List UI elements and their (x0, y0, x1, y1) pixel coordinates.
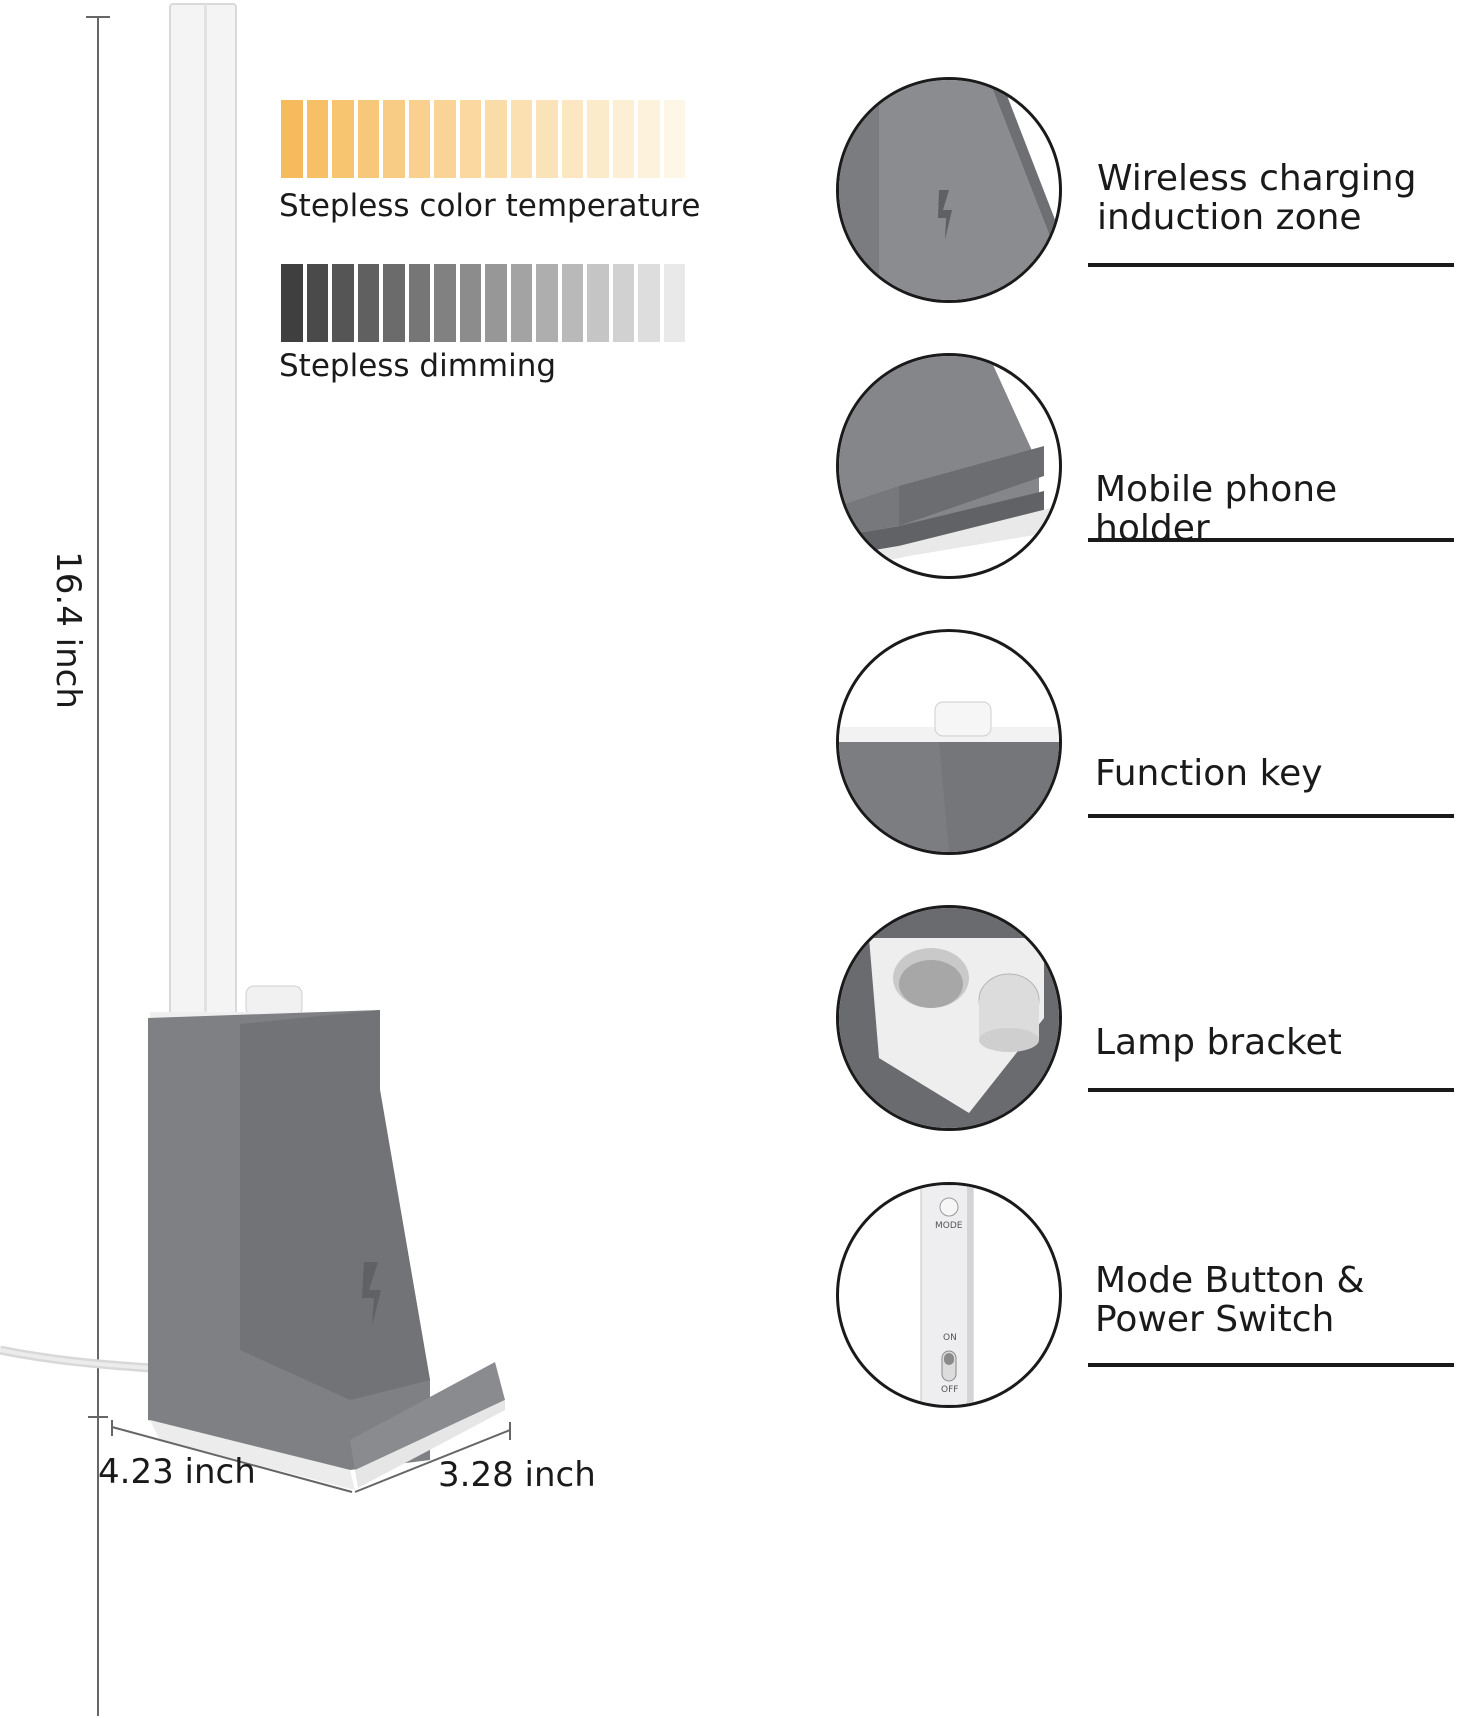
dimming-swatch (510, 264, 532, 342)
color-temperature-swatch (306, 100, 328, 178)
on-label: ON (943, 1333, 957, 1343)
lamp-bracket-icon (836, 905, 1062, 1131)
color-temperature-swatch (561, 100, 583, 178)
color-temperature-swatch (357, 100, 379, 178)
function-knob (245, 985, 303, 1017)
dimming-swatch (459, 264, 481, 342)
dimming-swatch (306, 264, 328, 342)
dimming-swatch (332, 264, 354, 342)
depth-label: 3.28 inch (438, 1455, 596, 1495)
dimming-panel: Stepless dimming (279, 264, 685, 384)
feature-divider (1088, 538, 1454, 542)
dimming-swatch (357, 264, 379, 342)
dimming-swatch (536, 264, 558, 342)
color-temperature-swatch (459, 100, 481, 178)
dimming-swatch (434, 264, 456, 342)
color-temperature-swatch (332, 100, 354, 178)
color-temperature-swatch (434, 100, 456, 178)
color-temperature-swatch (587, 100, 609, 178)
color-temperature-swatch (510, 100, 532, 178)
dimming-swatches (281, 264, 685, 342)
feature-divider (1088, 1363, 1454, 1367)
dimming-caption: Stepless dimming (279, 348, 557, 384)
off-label: OFF (941, 1385, 959, 1395)
feature-label-wireless-charging: Wireless charging induction zone (1097, 158, 1417, 238)
dimming-swatch (485, 264, 507, 342)
dimming-swatch (408, 264, 430, 342)
color-temperature-swatch (281, 100, 303, 178)
feature-divider (1088, 263, 1454, 267)
color-temperature-swatch (638, 100, 660, 178)
feature-label-mode-power: Mode Button & Power Switch (1095, 1260, 1365, 1340)
color-temperature-panel: Stepless color temperature (279, 100, 701, 224)
function-key-icon (836, 629, 1062, 855)
mode-label: MODE (935, 1221, 963, 1231)
color-temperature-swatch (536, 100, 558, 178)
color-temperature-swatch (408, 100, 430, 178)
dimming-swatch (561, 264, 583, 342)
light-tube (169, 3, 237, 1017)
lamp-illustration (0, 0, 560, 1500)
height-dimension (86, 16, 110, 1718)
feature-divider (1088, 814, 1454, 818)
mode-power-switch-icon: MODE ON OFF (836, 1182, 1062, 1408)
color-temperature-swatches (281, 100, 700, 178)
feature-label-lamp-bracket: Lamp bracket (1095, 1022, 1342, 1063)
dimming-swatch (281, 264, 303, 342)
color-temperature-swatch (383, 100, 405, 178)
color-temperature-caption: Stepless color temperature (279, 188, 701, 224)
feature-divider (1088, 1088, 1454, 1092)
color-temperature-swatch (663, 100, 685, 178)
dimming-swatch (638, 264, 660, 342)
wireless-charging-zone-icon (836, 77, 1062, 303)
dimming-swatch (663, 264, 685, 342)
feature-label-phone-holder: Mobile phone holder (1095, 469, 1338, 549)
feature-label-function-key: Function key (1095, 753, 1323, 794)
color-temperature-swatch (485, 100, 507, 178)
dimming-swatch (383, 264, 405, 342)
dimming-swatch (612, 264, 634, 342)
phone-holder-icon (836, 353, 1062, 579)
dimming-swatch (587, 264, 609, 342)
charging-icon (362, 1262, 381, 1326)
width-label: 4.23 inch (98, 1452, 256, 1492)
color-temperature-swatch (612, 100, 634, 178)
